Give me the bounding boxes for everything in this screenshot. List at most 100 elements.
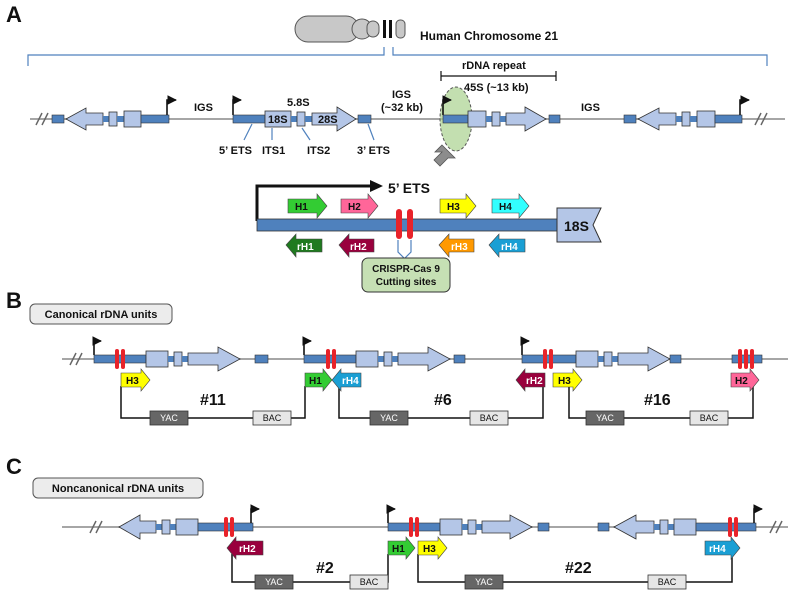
primer-h3-label: H3 bbox=[447, 202, 460, 213]
b-unit-4-partial bbox=[731, 349, 763, 369]
region-pointer-lines bbox=[243, 123, 375, 141]
zoom-tss-arrow bbox=[255, 184, 370, 221]
clone-22: YAC BAC #22 H3 rH4 bbox=[417, 536, 741, 590]
clone-22-right-primer: rH4 bbox=[709, 544, 726, 555]
igs-mid-size: (~32 kb) bbox=[381, 102, 423, 114]
clone-11-bac: BAC bbox=[263, 413, 282, 423]
rdna-unit-left bbox=[51, 95, 177, 131]
clone-2-right-primer: H1 bbox=[392, 544, 405, 555]
noncanonical-label: Noncanonical rDNA units bbox=[52, 483, 184, 495]
primer-rh3-label: rH3 bbox=[451, 242, 468, 253]
zoom-18s-block bbox=[556, 207, 602, 243]
c-unit-1 bbox=[118, 504, 260, 540]
zoom-arrow-icon bbox=[433, 144, 456, 167]
primer-rh3: rH3 bbox=[438, 233, 475, 258]
clone-11: YAC BAC #11 H3 H1 bbox=[120, 368, 333, 426]
primer-rh2: rH2 bbox=[338, 233, 375, 258]
size-45s-label: 45S (~13 kb) bbox=[464, 82, 529, 94]
panel-a-letter: A bbox=[6, 2, 22, 27]
break-mark-c bbox=[89, 520, 103, 534]
chromosome-21-icon bbox=[294, 15, 406, 43]
primer-rh4: rH4 bbox=[488, 233, 526, 258]
clone-6-yac: YAC bbox=[380, 413, 398, 423]
repeat-span-line bbox=[440, 71, 557, 81]
clone-16-right-primer: H2 bbox=[735, 376, 748, 387]
clone-16-left-primer: H3 bbox=[558, 376, 571, 387]
b-unit-3 bbox=[520, 336, 682, 372]
c-unit-3 bbox=[597, 504, 763, 540]
clone-6-bac: BAC bbox=[480, 413, 499, 423]
primer-rh2-label: rH2 bbox=[350, 242, 367, 253]
clone-2: YAC BAC #2 rH2 H1 bbox=[226, 536, 416, 590]
primer-h2-label: H2 bbox=[348, 202, 361, 213]
igs-left-label: IGS bbox=[194, 102, 213, 114]
break-mark-b bbox=[69, 352, 83, 366]
zoom-title: 5’ ETS bbox=[388, 180, 430, 196]
clone-16-id: #16 bbox=[644, 392, 671, 409]
clone-11-right-primer: H1 bbox=[309, 376, 322, 387]
label-its2: ITS2 bbox=[307, 145, 330, 157]
igs-mid-label: IGS bbox=[392, 89, 411, 101]
b-unit-1 bbox=[92, 336, 269, 372]
clone-22-left-primer: H3 bbox=[423, 544, 436, 555]
clone-16-bac: BAC bbox=[700, 413, 719, 423]
zoom-18s-label: 18S bbox=[564, 218, 589, 234]
cut-site-2 bbox=[407, 209, 413, 239]
primer-h3: H3 bbox=[439, 193, 477, 219]
clone-11-id: #11 bbox=[200, 392, 226, 409]
break-mark-left bbox=[35, 112, 49, 126]
label-its1: ITS1 bbox=[262, 145, 285, 157]
igs-right-label: IGS bbox=[581, 102, 600, 114]
primer-h4-label: H4 bbox=[499, 202, 512, 213]
primer-h4: H4 bbox=[491, 193, 530, 219]
clone-2-id: #2 bbox=[316, 560, 334, 577]
primer-h1: H1 bbox=[287, 193, 328, 219]
cut-site-1 bbox=[396, 209, 402, 239]
rdna-unit-center bbox=[232, 95, 372, 132]
clone-2-left-primer: rH2 bbox=[239, 544, 256, 555]
crispr-box bbox=[361, 257, 451, 293]
clone-2-yac: YAC bbox=[265, 577, 283, 587]
clone-6-right-primer: rH2 bbox=[526, 376, 543, 387]
label-18s: 18S bbox=[268, 114, 288, 126]
label-28s: 28S bbox=[318, 114, 338, 126]
clone-11-yac: YAC bbox=[160, 413, 178, 423]
canonical-box bbox=[29, 303, 173, 325]
label-3-ets: 3’ ETS bbox=[357, 145, 390, 157]
panel-b-letter: B bbox=[6, 288, 22, 313]
panel-c-letter: C bbox=[6, 454, 22, 479]
clone-6-left-primer: rH4 bbox=[342, 376, 359, 387]
label-58s: 5.8S bbox=[287, 97, 310, 109]
label-5-ets: 5’ ETS bbox=[219, 145, 252, 157]
clone-16-yac: YAC bbox=[596, 413, 614, 423]
right-bracket bbox=[392, 47, 768, 66]
clone-6-id: #6 bbox=[434, 392, 452, 409]
clone-2-bac: BAC bbox=[360, 577, 379, 587]
rdna-repeat-label: rDNA repeat bbox=[462, 60, 526, 72]
rdna-unit-right bbox=[623, 95, 750, 131]
chromosome-title: Human Chromosome 21 bbox=[420, 29, 558, 43]
canonical-label: Canonical rDNA units bbox=[45, 309, 158, 321]
clone-6: YAC BAC #6 rH4 rH2 bbox=[331, 368, 546, 426]
break-mark-right bbox=[754, 112, 768, 126]
crispr-line2: Cutting sites bbox=[376, 277, 437, 288]
b-unit-2 bbox=[302, 336, 466, 372]
primer-h1-label: H1 bbox=[295, 202, 308, 213]
clone-22-id: #22 bbox=[565, 560, 592, 577]
noncanonical-box bbox=[32, 477, 204, 499]
primer-h2: H2 bbox=[340, 193, 379, 219]
clone-16: YAC BAC #16 H3 H2 bbox=[552, 368, 760, 426]
zoom-tss-arrowhead bbox=[370, 180, 383, 192]
primer-rh4-label: rH4 bbox=[501, 242, 518, 253]
clone-11-left-primer: H3 bbox=[126, 376, 139, 387]
primer-rh1-label: rH1 bbox=[297, 242, 314, 253]
break-mark-c-right bbox=[769, 520, 783, 534]
rdna-unit-repeat bbox=[442, 95, 561, 132]
crispr-pointer-lines bbox=[397, 240, 412, 259]
c-unit-2 bbox=[386, 504, 550, 540]
left-bracket bbox=[27, 47, 385, 66]
primer-rh1: rH1 bbox=[285, 233, 323, 258]
crispr-line1: CRISPR-Cas 9 bbox=[372, 264, 440, 275]
clone-22-yac: YAC bbox=[475, 577, 493, 587]
